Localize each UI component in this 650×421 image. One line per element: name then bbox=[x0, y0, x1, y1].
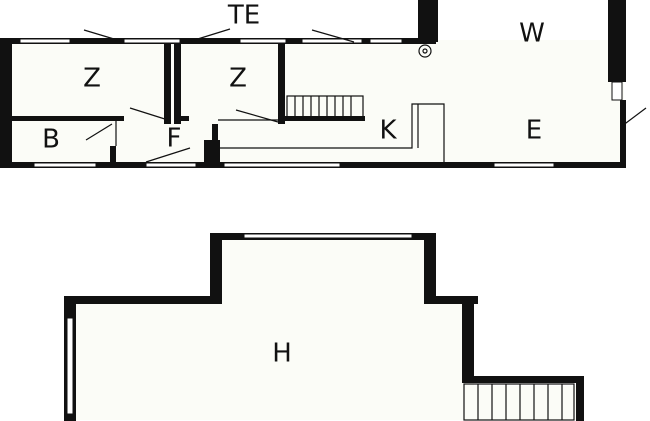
window-bottom-3 bbox=[223, 162, 341, 168]
wall-living-left bbox=[434, 0, 438, 42]
room-label-terrace: TE bbox=[227, 1, 260, 31]
wall-hall-right bbox=[204, 140, 220, 164]
wall-right-upper bbox=[608, 0, 626, 82]
ground-floor-area bbox=[12, 40, 624, 164]
upper-stair-outline bbox=[463, 383, 575, 421]
upper-stair bbox=[463, 383, 575, 421]
kitchen-counter bbox=[220, 103, 445, 162]
upper-wall-stair-right bbox=[576, 376, 584, 421]
window-bottom-4 bbox=[493, 162, 555, 168]
door-swing-hallway bbox=[145, 147, 191, 163]
terrace-door-swing-1 bbox=[83, 29, 125, 43]
room-label-dining: E bbox=[526, 116, 542, 146]
room-label-hallway: F bbox=[167, 124, 182, 154]
stove-icon bbox=[418, 44, 432, 58]
upper-wall-tower-left bbox=[210, 233, 222, 301]
window-top-4 bbox=[301, 38, 363, 44]
wall-between-bedrooms-b bbox=[174, 44, 181, 124]
wall-right-lower bbox=[620, 100, 626, 168]
upper-wall-right bbox=[462, 296, 474, 380]
terrace-door-swing-2 bbox=[187, 28, 231, 43]
window-bottom-1 bbox=[33, 162, 97, 168]
right-door-swing bbox=[621, 107, 647, 127]
door-swing-bedroom-right bbox=[235, 109, 279, 123]
wall-bedroom-right-stub bbox=[181, 116, 189, 121]
wall-bedroom-left-bottom bbox=[12, 116, 124, 121]
terrace-door-swing-3 bbox=[311, 29, 355, 43]
room-label-bathroom: B bbox=[42, 125, 60, 155]
room-label-bedroom-right: Z bbox=[229, 64, 247, 94]
upper-wall-top-left bbox=[64, 296, 222, 304]
upper-window-left bbox=[66, 317, 74, 415]
wall-bath-hall bbox=[110, 146, 116, 164]
door-swing-bathroom bbox=[85, 123, 113, 141]
wall-terrace-corner bbox=[418, 0, 436, 44]
room-label-loft: H bbox=[272, 339, 292, 369]
upper-wall-top-right bbox=[424, 296, 478, 304]
ground-floor: TE W Z Z K E B F bbox=[0, 0, 647, 168]
window-top-5 bbox=[369, 38, 403, 44]
upper-wall-tower-right bbox=[424, 233, 436, 301]
upper-floor: H bbox=[64, 233, 584, 421]
wall-bedroom-right-side bbox=[278, 44, 285, 124]
wall-between-bedrooms-a bbox=[164, 44, 171, 124]
wall-top-left bbox=[0, 38, 424, 44]
upper-floor-area bbox=[76, 240, 576, 420]
window-top-2 bbox=[123, 38, 181, 44]
room-label-living: W bbox=[519, 19, 545, 49]
window-bottom-2 bbox=[145, 162, 197, 168]
ground-stair bbox=[286, 95, 364, 119]
door-swing-bedroom-left bbox=[129, 107, 169, 121]
room-label-kitchen: K bbox=[379, 116, 397, 146]
upper-window-top bbox=[243, 233, 413, 239]
room-label-bedroom-left: Z bbox=[83, 64, 101, 94]
upper-wall-stair-top bbox=[462, 376, 582, 383]
window-top-3 bbox=[239, 38, 287, 44]
wall-hall-right-upper bbox=[212, 124, 218, 142]
wall-left bbox=[0, 38, 12, 168]
right-window bbox=[611, 81, 623, 101]
window-top-1 bbox=[19, 38, 71, 44]
ground-stair-outline bbox=[286, 95, 364, 119]
